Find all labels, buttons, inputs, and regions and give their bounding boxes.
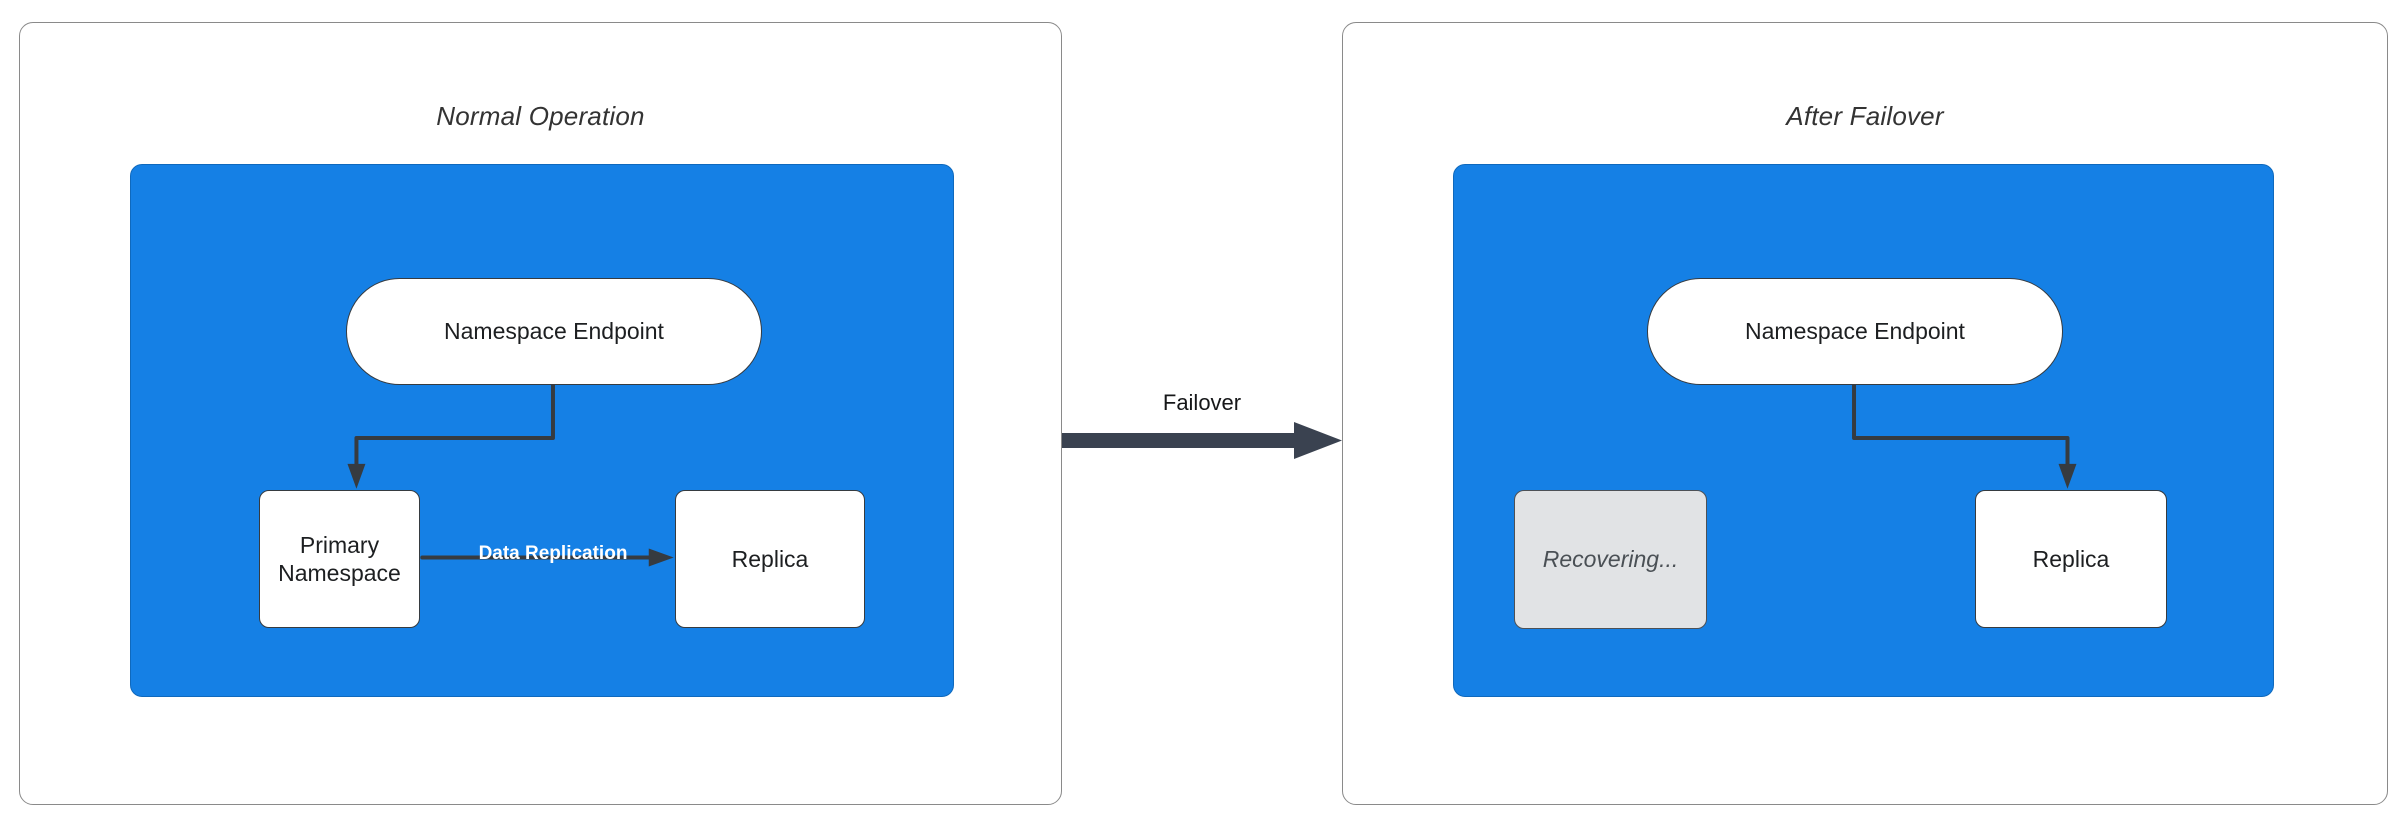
failover-transition: Failover bbox=[1062, 390, 1342, 460]
node-recovering[interactable]: Recovering... bbox=[1514, 490, 1707, 629]
arrowhead-endpoint-to-replica bbox=[2058, 463, 2077, 489]
edge-endpoint-to-replica bbox=[1852, 382, 2070, 476]
node-replica[interactable]: Replica bbox=[1975, 490, 2167, 628]
panel-title-after-failover: After Failover bbox=[1786, 101, 1944, 131]
node-primary-namespace[interactable]: Primary Namespace bbox=[259, 490, 420, 628]
arrowhead-endpoint-to-primary bbox=[347, 463, 366, 489]
edge-label-data-replication: Data Replication bbox=[478, 543, 628, 564]
edge-endpoint-to-primary bbox=[354, 382, 555, 476]
zone-normal-operation: Namespace Endpoint Primary Namespace Rep… bbox=[130, 164, 954, 697]
failover-label: Failover bbox=[1162, 390, 1242, 415]
node-replica[interactable]: Replica bbox=[675, 490, 865, 628]
node-namespace-endpoint[interactable]: Namespace Endpoint bbox=[1647, 278, 2063, 385]
node-namespace-endpoint[interactable]: Namespace Endpoint bbox=[346, 278, 762, 385]
zone-after-failover: Namespace Endpoint Recovering... Replica bbox=[1453, 164, 2274, 697]
panel-normal-operation: Normal Operation Namespace Endpoint Prim… bbox=[19, 22, 1062, 805]
panel-title-normal-operation: Normal Operation bbox=[436, 101, 645, 131]
failover-arrow-icon bbox=[1062, 422, 1342, 459]
panel-after-failover: After Failover Namespace Endpoint Recove… bbox=[1342, 22, 2388, 805]
